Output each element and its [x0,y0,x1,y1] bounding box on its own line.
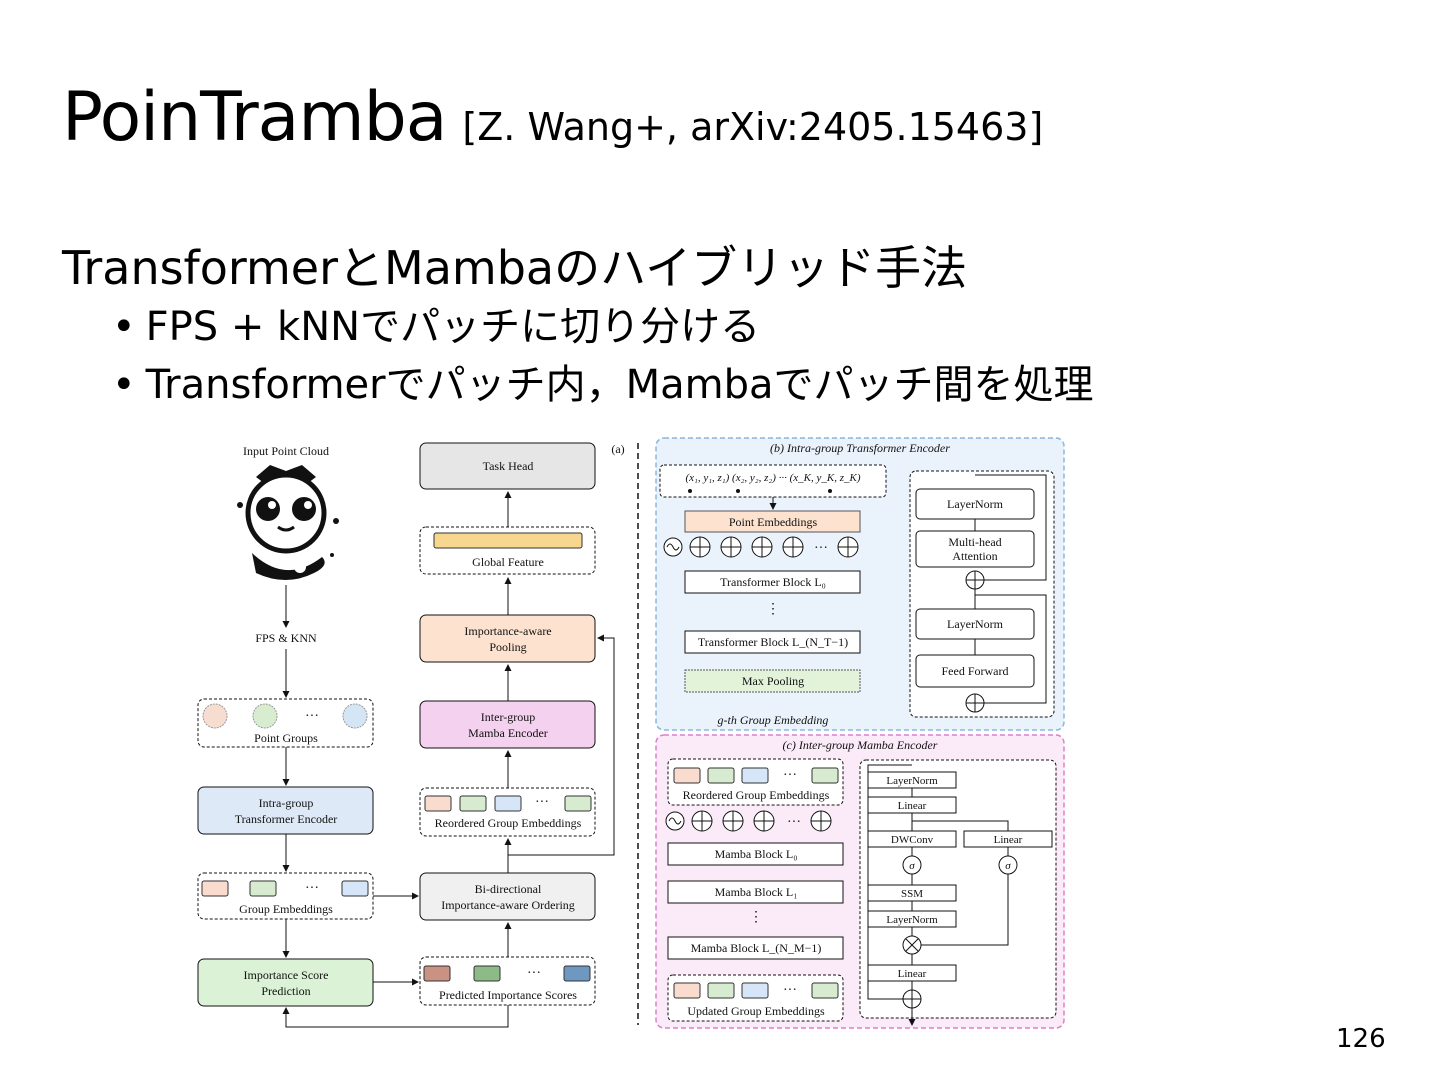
linear-c3: Linear [898,968,927,980]
predicted-scores-label: Predicted Importance Scores [439,988,577,1002]
panel-c-inter-mamba: (c) Inter-group Mamba Encoder ··· Reorde… [655,734,1065,1029]
positional-adders: ··· [663,536,859,558]
ellipsis: ··· [305,881,319,896]
mamba-block-1: Mamba Block L₁ [715,885,798,899]
coordinates-label: (x₁, y₁, z₁) (x₂, y₂, z₂) ··· (x_K, y_K,… [685,472,860,484]
vertical-ellipsis: ⋮ [749,910,763,925]
mascot-icon [237,465,339,580]
reordered-label: Reordered Group Embeddings [435,816,582,830]
ellipsis: ··· [535,795,549,810]
task-head-label: Task Head [483,459,534,473]
title-main: PoinTramba [62,78,447,157]
ellipsis: ··· [783,768,797,783]
reordered-c-label: Reordered Group Embeddings [683,788,830,802]
group-embeddings-label: Group Embeddings [239,902,333,916]
pooling-line2: Pooling [489,640,526,654]
linear-c1: Linear [898,800,927,812]
slide-heading: TransformerとMambaのハイブリッド手法 [62,241,968,295]
panel-a-tag: (a) [611,442,624,456]
pooling-box: Importance-aware Pooling [419,614,596,663]
prediction-line1: Importance Score [244,968,329,982]
mha-line2: Attention [952,549,997,563]
layernorm-1: LayerNorm [947,497,1004,511]
vertical-ellipsis: ⋮ [766,602,780,617]
layernorm-2: LayerNorm [947,617,1004,631]
max-pooling-label: Max Pooling [742,674,804,688]
bullet-item: Transformerでパッチ内，Mambaでパッチ間を処理 [112,356,1094,414]
input-point-cloud-label: Input Point Cloud [243,444,329,458]
mamba-block-0: Mamba Block L₀ [715,847,798,861]
slide-title: PoinTramba [Z. Wang+, arXiv:2405.15463] [62,78,1043,157]
panel-b-title: (b) Intra-group Transformer Encoder [770,441,950,455]
ellipsis: ··· [814,541,828,556]
mha-line1: Multi-head [948,535,1001,549]
page-number: 126 [1336,1024,1386,1054]
bullet-list: FPS + kNNでパッチに切り分ける Transformerでパッチ内，Mam… [112,298,1094,414]
bullet-item: FPS + kNNでパッチに切り分ける [112,298,1094,356]
predicted-scores-box: ··· Predicted Importance Scores [419,956,596,1006]
point-groups-label: Point Groups [254,731,318,745]
point-embeddings-label: Point Embeddings [729,515,818,529]
inter-group-encoder-box: Inter-group Mamba Encoder [419,700,596,749]
title-reference: [Z. Wang+, arXiv:2405.15463] [462,105,1044,149]
feed-forward-label: Feed Forward [942,664,1009,678]
fps-knn-label: FPS & KNN [255,631,317,645]
positional-adders-c: ··· [665,810,832,832]
global-feature-label: Global Feature [472,555,544,569]
layernorm-c1: LayerNorm [886,775,938,787]
intra-encoder-line2: Transformer Encoder [235,812,338,826]
sigma-2: σ [1005,860,1011,872]
ellipsis: ··· [783,983,797,998]
gth-embedding-label: g-th Group Embedding [718,713,829,727]
bidirectional-line2: Importance-aware Ordering [441,898,575,912]
reordered-embeddings-box: ··· Reordered Group Embeddings [419,787,596,837]
point-groups-box: ··· Point Groups [197,698,374,748]
mamba-block-n: Mamba Block L_(N_M−1) [691,941,822,955]
importance-prediction-box: Importance Score Prediction [197,958,374,1007]
ellipsis: ··· [527,966,541,981]
ssm-label: SSM [901,888,923,900]
ellipsis: ··· [787,815,801,830]
inter-encoder-line1: Inter-group [481,710,535,724]
bidirectional-line1: Bi-directional [475,882,542,896]
panel-b-intra-transformer: (b) Intra-group Transformer Encoder (x₁,… [655,437,1065,731]
updated-embeddings-label: Updated Group Embeddings [687,1004,825,1018]
pooling-line1: Importance-aware [464,624,551,638]
transformer-block-0: Transformer Block L₀ [720,575,826,589]
group-embeddings-box: ··· Group Embeddings [197,872,374,920]
panel-c-title: (c) Inter-group Mamba Encoder [783,738,938,752]
task-head-box: Task Head [419,442,596,490]
linear-c2: Linear [994,834,1023,846]
inter-encoder-line2: Mamba Encoder [468,726,548,740]
bidirectional-ordering-box: Bi-directional Importance-aware Ordering [419,872,596,921]
prediction-line2: Prediction [261,984,310,998]
intra-encoder-line1: Intra-group [259,796,314,810]
layernorm-c2: LayerNorm [886,914,938,926]
architecture-diagram: Input Point Cloud (a) FPS & KNN ··· Poin… [197,437,1065,1029]
sigma-1: σ [909,860,915,872]
ellipsis: ··· [305,709,319,724]
dwconv-label: DWConv [891,834,934,846]
intra-group-encoder-box: Intra-group Transformer Encoder [197,786,374,835]
transformer-block-n: Transformer Block L_(N_T−1) [698,635,848,649]
global-feature-box: Global Feature [419,526,596,575]
